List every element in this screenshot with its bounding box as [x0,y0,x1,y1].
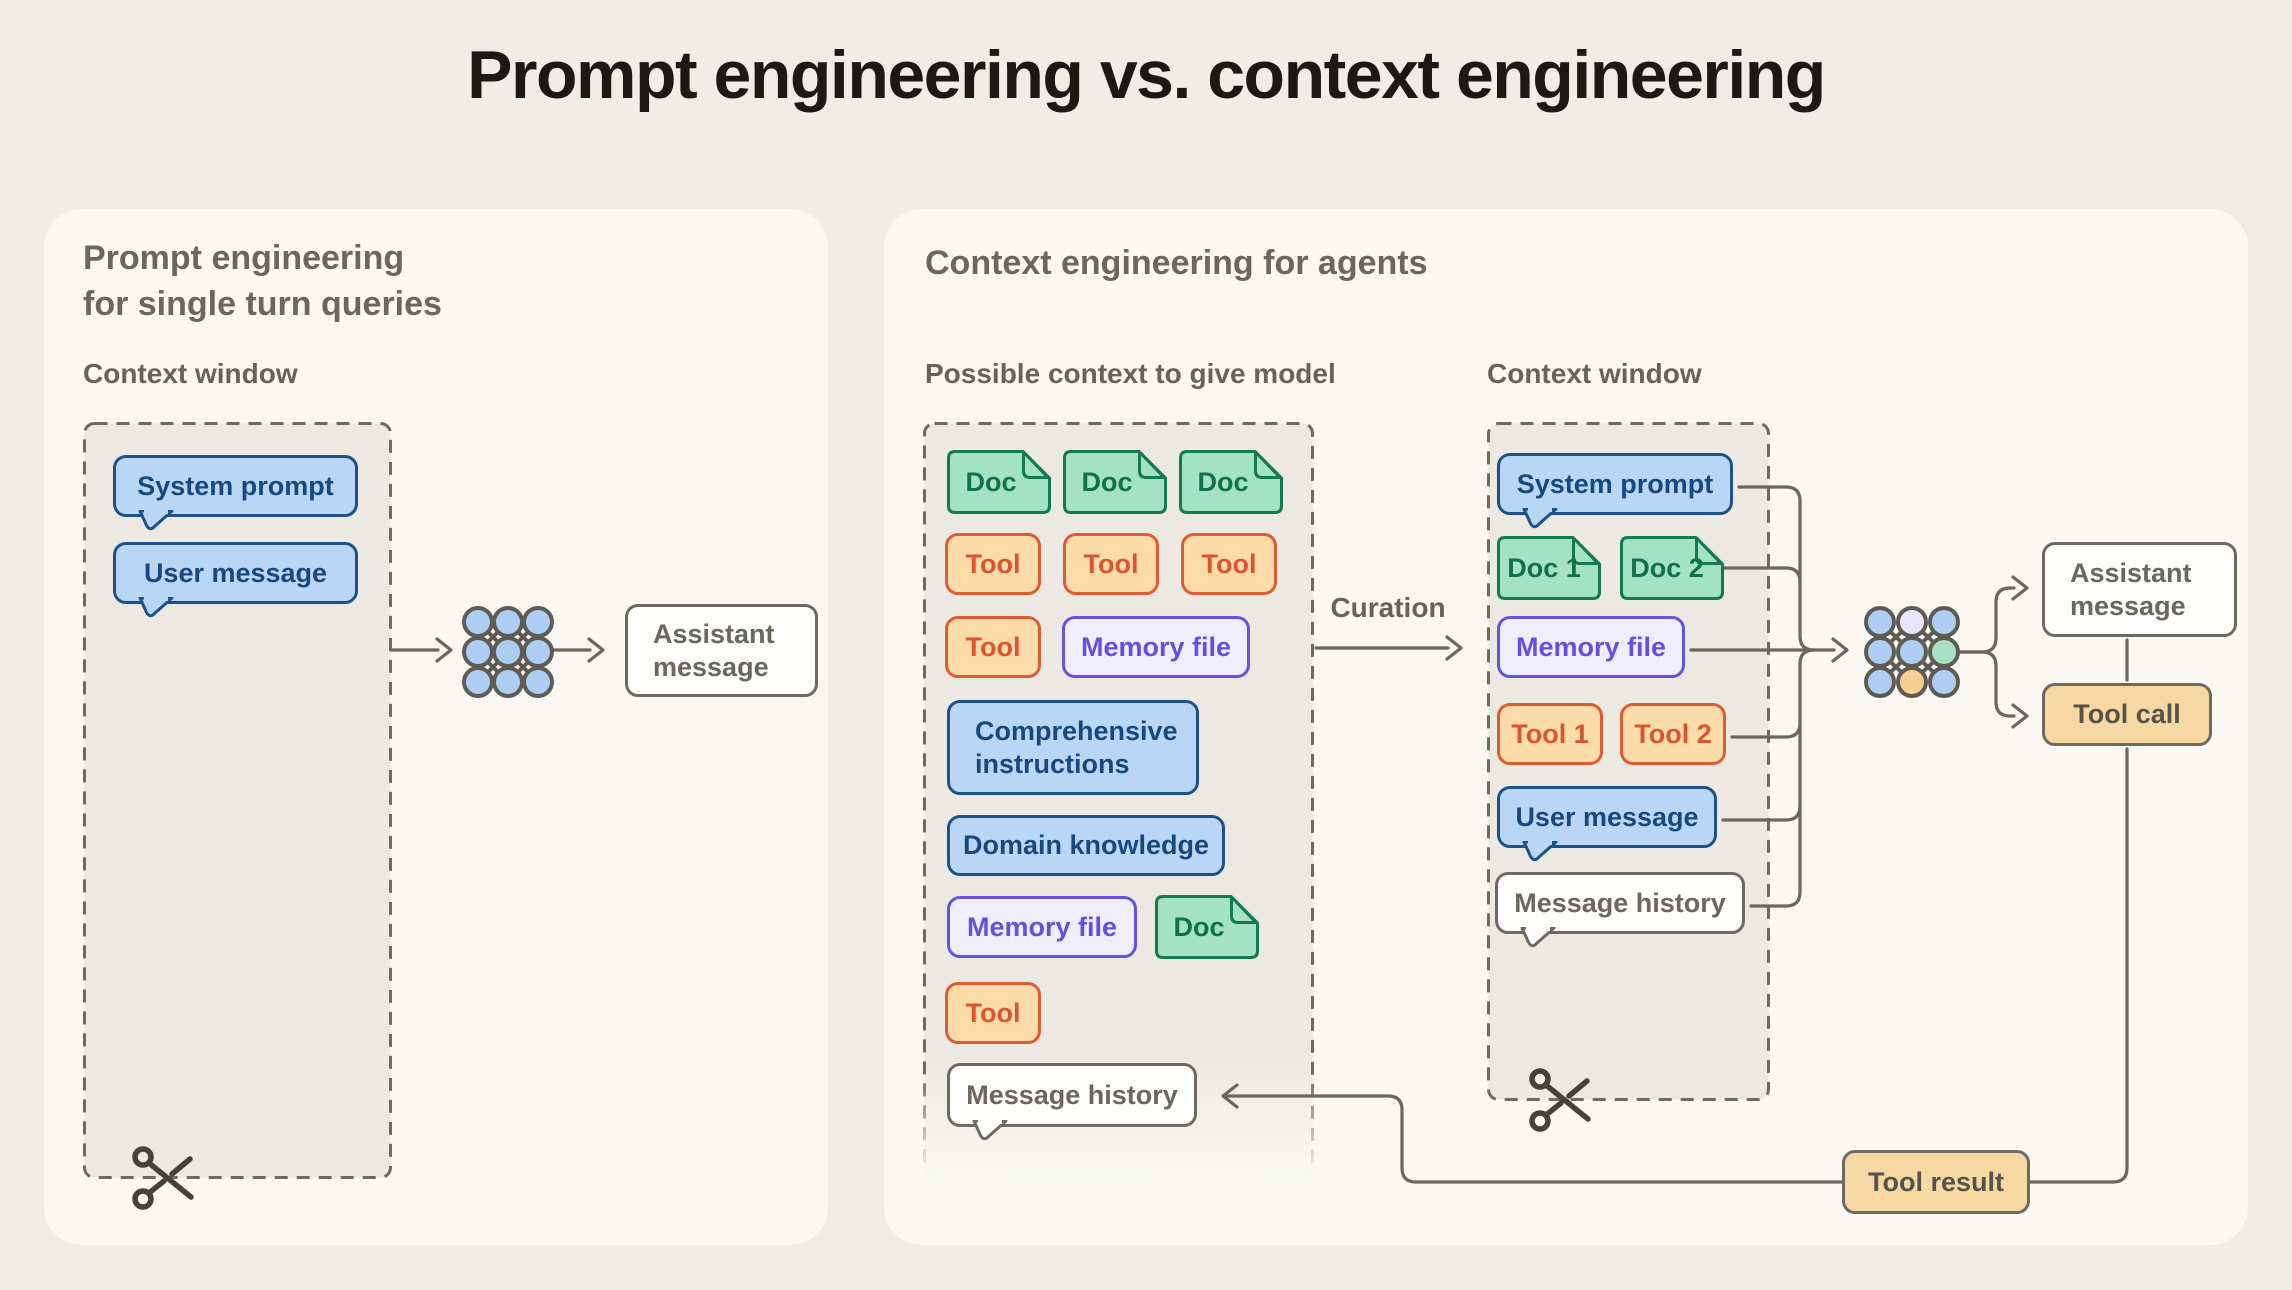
model-icon [462,606,554,698]
comprehensive-instructions-box: Comprehensive instructions [947,700,1199,795]
box-label: Message history [966,1079,1178,1110]
box-label: Assistant message [2070,557,2192,621]
doc-shape [1063,450,1167,514]
left-context-window-box [83,422,392,1179]
memory-file-box: Memory file [1062,616,1250,678]
box-label: User message [1515,801,1699,832]
box-label: Doc [1197,466,1249,497]
user-message-box: User message [113,542,358,618]
possible-context-label: Possible context to give model [925,358,1336,389]
box-label: Tool 1 [1511,718,1589,749]
box-label: Tool [965,997,1021,1028]
box-label: Comprehensive instructions [975,715,1178,779]
doc-shape [1620,536,1724,600]
box-label: System prompt [137,470,334,501]
doc-box: Doc 2 [1620,536,1724,600]
box-label: System prompt [1516,468,1714,499]
doc-box: Doc 1 [1497,536,1601,600]
box-label: Message history [1514,887,1726,918]
box-label: Doc [965,466,1017,497]
box-label: Doc [1081,466,1133,497]
arrow-curation [1314,635,1463,661]
left-context-window-label: Context window [83,358,298,389]
box-label: Tool result [1867,1166,2004,1197]
arrow-model-to-assistant [551,637,605,663]
doc-shape [947,450,1051,514]
memory-file-box: Memory file [947,896,1137,958]
box-label: Tool [1083,548,1139,579]
tool-call-box: Tool call [2042,683,2212,746]
context-merge-lines [1689,485,1849,908]
doc-box: Doc [1063,450,1167,514]
bubble-tail [1522,841,1558,862]
tool-box: Tool [1063,533,1159,595]
tool-box: Tool [945,982,1041,1044]
tool-result-loop [1221,747,2129,1184]
doc-box: Doc [1155,895,1259,959]
system-prompt-box: System prompt [1497,453,1733,529]
scissors-icon [1529,1068,1591,1132]
box-label: Tool [965,631,1021,662]
left-panel-heading: Prompt engineering for single turn queri… [83,239,442,323]
bubble-tail [138,510,174,531]
doc-shape [1179,450,1283,514]
doc-shape [1155,895,1259,959]
right-context-window-label: Context window [1487,358,1702,389]
arrow-model-to-outputs [1956,575,2029,729]
box-label: Doc 2 [1630,552,1704,583]
doc-box: Doc [947,450,1051,514]
bubble-tail [972,1120,1008,1141]
assistant-message-box: Assistant message [2042,542,2237,637]
curation-label: Curation [1330,592,1446,623]
box-label: Memory file [966,911,1118,942]
system-prompt-box: System prompt [113,455,358,531]
box-label: Memory file [1515,631,1667,662]
message-history-box: Message history [1495,872,1745,948]
box-label: Domain knowledge [962,830,1210,860]
bubble-tail [138,597,174,618]
box-label: Doc 1 [1507,552,1581,583]
box-label: Memory file [1080,631,1232,662]
tool-box: Tool 1 [1497,703,1603,765]
doc-shape [1497,536,1601,600]
domain-knowledge-box: Domain knowledge [947,815,1225,876]
tool-box: Tool [1181,533,1277,595]
right-panel-heading: Context engineering for agents [925,244,1428,282]
tool-box: Tool 2 [1620,703,1726,765]
box-label: User message [143,557,328,588]
tool-box: Tool [945,616,1041,678]
box-label: Tool 2 [1634,718,1712,749]
box-label: Tool [965,548,1021,579]
box-label: Tool call [2073,699,2181,729]
diagram-title: Prompt engineering vs. context engineeri… [467,37,1826,113]
doc-box: Doc [1179,450,1283,514]
tool-box: Tool [945,533,1041,595]
model-icon [1864,606,1960,698]
assistant-message-box: Assistant message [625,604,818,697]
box-label: Doc [1173,911,1225,942]
scissors-icon [132,1146,194,1210]
arrow-context-to-model [389,637,453,663]
tool-result-box: Tool result [1842,1150,2030,1214]
box-label: Tool [1201,548,1257,579]
message-history-box: Message history [947,1063,1197,1141]
bubble-tail [1520,927,1556,948]
bubble-tail [1522,508,1558,529]
user-message-box: User message [1497,786,1717,862]
box-label: Assistant message [653,618,775,682]
memory-file-box: Memory file [1497,616,1685,678]
